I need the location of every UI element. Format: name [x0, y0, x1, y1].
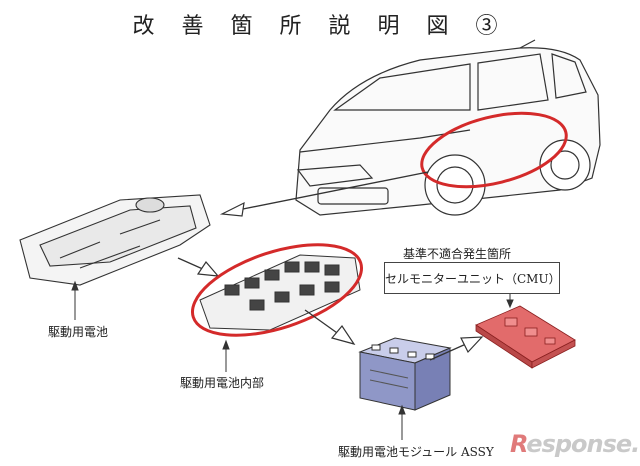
watermark-prefix: R [510, 430, 527, 458]
battery-inside-highlight-ellipse [190, 243, 364, 337]
page-title: 改 善 箇 所 説 明 図 ③ [132, 14, 508, 39]
watermark-text: esponse. [526, 430, 640, 458]
arrow-inside-to-module [304, 309, 356, 346]
leader-lines [71, 280, 514, 440]
label-module-assy: 駆動用電池モジュール ASSY [338, 445, 494, 459]
battery-module-illustration [358, 337, 452, 411]
car-highlight-ellipse [420, 111, 568, 189]
battery-pack-illustration [19, 194, 211, 286]
battery-internal-illustration [199, 254, 361, 331]
label-failure-location: 基準不適合発生箇所 [403, 247, 512, 261]
label-battery: 駆動用電池 [48, 325, 109, 339]
cmu-callout-label: セルモニターユニット（CMU） [385, 271, 561, 286]
cmu-callout-box: セルモニターユニット（CMU） [384, 262, 561, 294]
cmu-board-illustration [475, 305, 576, 369]
label-battery-inside: 駆動用電池内部 [180, 376, 265, 390]
arrow-car-to-battery [219, 171, 429, 217]
response-watermark: Response. [510, 430, 640, 458]
arrow-battery-to-inside [177, 257, 220, 277]
arrow-module-to-cmu [429, 336, 484, 361]
